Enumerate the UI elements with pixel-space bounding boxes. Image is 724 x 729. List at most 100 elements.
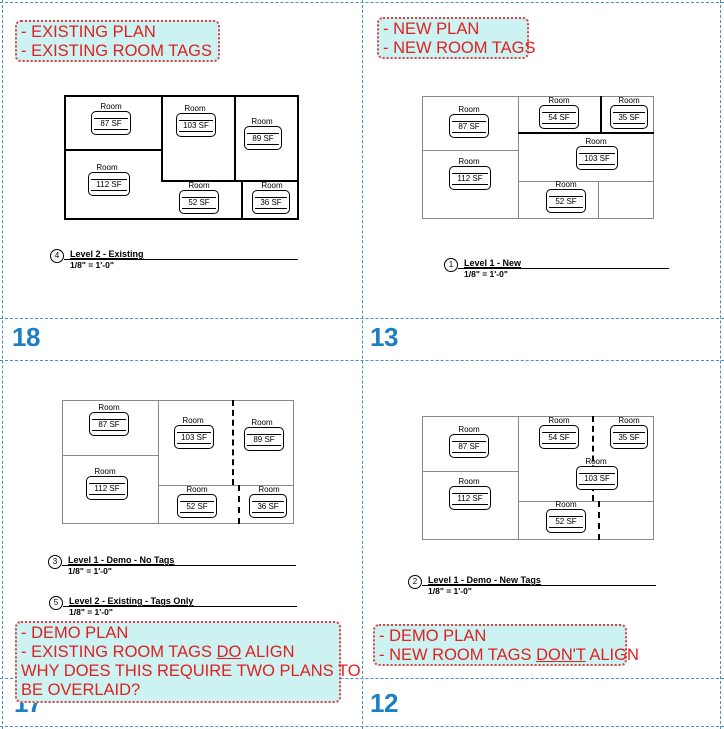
demo-wall [232, 400, 234, 485]
sheet-number-q4[interactable]: 12 [370, 688, 398, 718]
note-cloud-q3: - DEMO PLAN - EXISTING ROOM TAGS DO ALIG… [15, 621, 361, 703]
note-text: ALIGN [585, 646, 639, 664]
room-tag-box: 112 SF [449, 486, 491, 510]
note-line: - NEW ROOM TAGS [383, 39, 536, 57]
note-line: - EXISTING ROOM TAGS [21, 42, 212, 60]
floor-plan-existing[interactable]: Room 87 SF Room 103 SF Room 89 SF Room 1… [64, 95, 299, 220]
room-area: 112 SF [89, 483, 125, 495]
room-wall [600, 96, 602, 133]
floor-plan-demo-existing[interactable]: Room 87 SF Room 103 SF Room 89 SF Room 1… [62, 400, 294, 524]
view-scale: 1/8" = 1'-0" [464, 269, 508, 279]
room-wall [518, 501, 654, 502]
left-border [2, 0, 3, 729]
note-text: - EXISTING ROOM TAGS [21, 643, 217, 661]
view-scale: 1/8" = 1'-0" [69, 607, 113, 617]
demo-wall [592, 416, 594, 501]
view-number: 3 [48, 555, 62, 569]
floor-plan-demo-new[interactable]: Room 87 SF Room 54 SF Room 35 SF Room 10… [422, 416, 654, 540]
demo-wall [238, 485, 240, 524]
note-cloud-q2: - NEW PLAN - NEW ROOM TAGS [377, 17, 536, 59]
room-area: 35 SF [613, 112, 645, 124]
view-title-line [422, 585, 656, 586]
room-wall [598, 181, 599, 219]
room-tag-box: 52 SF [177, 494, 217, 518]
room-area: 52 SF [549, 196, 583, 208]
room-name: Room [186, 485, 208, 494]
room-name: Room [618, 96, 640, 105]
sheet-number-q2[interactable]: 13 [370, 322, 398, 352]
room-area: 112 SF [452, 173, 488, 185]
room-tag-box: 35 SF [610, 105, 648, 129]
room-tag-box: 103 SF [176, 113, 216, 137]
note-line: BE OVERLAID? [21, 681, 141, 699]
room-wall [518, 132, 654, 134]
note-cloud-q4: - DEMO PLAN - NEW ROOM TAGS DON'T ALIGN [373, 624, 639, 666]
horizontal-divider-upper-a [0, 318, 724, 319]
room-area: 52 SF [182, 197, 216, 209]
view-scale: 1/8" = 1'-0" [70, 260, 114, 270]
room-name: Room [100, 102, 122, 111]
room-area: 89 SF [247, 434, 281, 446]
note-line: - DEMO PLAN [21, 624, 129, 642]
room-name: Room [251, 117, 273, 126]
room-name: Room [458, 105, 480, 114]
note-line: - NEW ROOM TAGS DON'T ALIGN [379, 646, 639, 665]
room-tag-box: 87 SF [449, 434, 489, 458]
room-tag-box: 52 SF [546, 509, 586, 533]
vertical-divider [362, 0, 363, 729]
room-name: Room [555, 180, 577, 189]
room-name: Room [618, 416, 640, 425]
room-tag-box: 87 SF [91, 111, 131, 135]
view-name: Level 1 - Demo - No Tags [68, 555, 175, 565]
room-area: 87 SF [452, 121, 486, 133]
floor-plan-new[interactable]: Room 87 SF Room 54 SF Room 35 SF Room 10… [422, 96, 654, 219]
room-area: 52 SF [180, 501, 214, 513]
view-title-line [64, 259, 298, 260]
room-outline [422, 96, 654, 219]
room-name: Room [182, 416, 204, 425]
view-number: 1 [444, 258, 458, 272]
room-wall [518, 181, 654, 182]
room-wall [158, 400, 159, 524]
room-tag-box: 112 SF [86, 476, 128, 500]
view-title-line [458, 268, 669, 269]
room-outline [422, 416, 654, 540]
room-name: Room [188, 181, 210, 190]
view-name: Level 2 - Existing - Tags Only [69, 596, 194, 606]
view-name: Level 1 - Demo - New Tags [428, 575, 541, 585]
room-tag-box: 89 SF [244, 126, 282, 150]
room-name: Room [98, 403, 120, 412]
room-name: Room [585, 137, 607, 146]
room-tag-box: 89 SF [244, 427, 284, 451]
horizontal-divider-upper-b [0, 360, 724, 361]
room-tag-box: 103 SF [174, 425, 214, 449]
room-name: Room [548, 96, 570, 105]
note-emphasis: DO [216, 643, 242, 661]
note-line: WHY DOES THIS REQUIRE TWO PLANS TO [21, 662, 361, 680]
room-area: 89 SF [247, 133, 279, 145]
horizontal-divider-lower [0, 678, 724, 679]
room-area: 103 SF [579, 473, 615, 485]
room-tag-box: 35 SF [610, 425, 648, 449]
sheet-number-q1[interactable]: 18 [12, 322, 40, 352]
room-tag-box: 112 SF [88, 172, 130, 196]
view-number: 5 [49, 596, 63, 610]
room-name: Room [251, 418, 273, 427]
room-tag-box: 112 SF [449, 166, 491, 190]
demo-wall [598, 501, 600, 540]
room-area: 35 SF [613, 432, 645, 444]
view-name: Level 2 - Existing [70, 249, 144, 259]
note-line: - EXISTING ROOM TAGS DO ALIGN [21, 643, 335, 662]
room-wall [161, 95, 163, 182]
room-area: 52 SF [549, 516, 583, 528]
room-wall [234, 95, 236, 182]
room-wall [241, 180, 243, 220]
note-text: ALIGN [241, 643, 295, 661]
view-scale: 1/8" = 1'-0" [68, 566, 112, 576]
room-wall [62, 455, 158, 456]
room-tag-box: 52 SF [179, 190, 219, 214]
room-wall [518, 416, 519, 540]
room-name: Room [585, 457, 607, 466]
room-name: Room [555, 500, 577, 509]
room-tag-box: 54 SF [539, 425, 579, 449]
